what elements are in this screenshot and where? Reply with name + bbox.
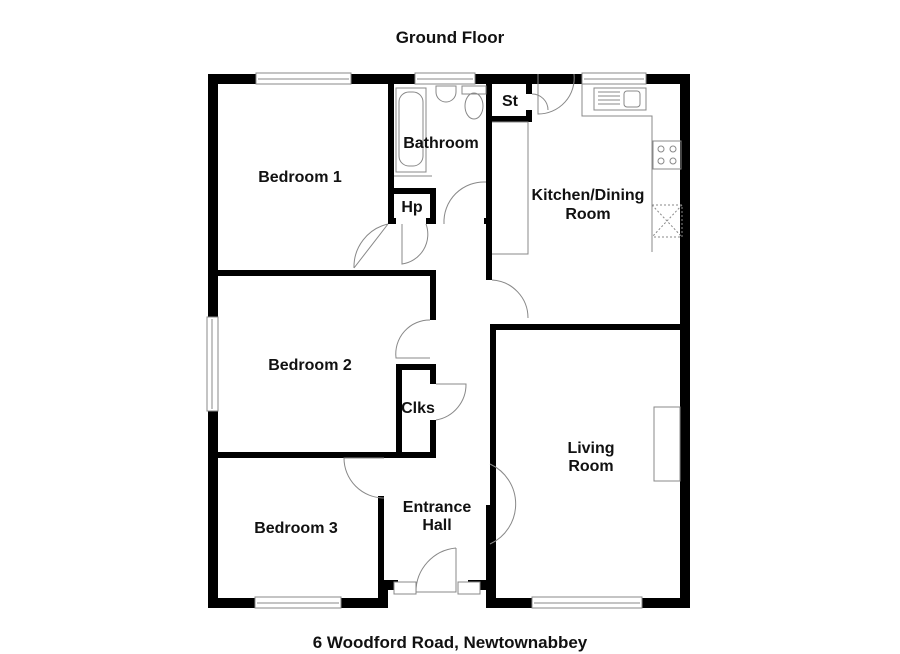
back-door [537, 73, 575, 115]
store-door [531, 93, 549, 111]
label-bedroom3: Bedroom 3 [254, 520, 338, 537]
label-kitchen-line1: Kitchen/Dining [532, 187, 645, 204]
basin-icon [435, 85, 457, 103]
bedroom3-door [343, 457, 385, 499]
sink-icon [593, 87, 647, 111]
hp-door [401, 223, 429, 265]
bedroom2-door [395, 319, 431, 359]
toilet-icon [464, 92, 484, 120]
label-living-line1: Living [567, 440, 614, 457]
bathroom-door [443, 181, 487, 225]
bath-icon [395, 87, 427, 173]
label-living-line2: Room [568, 458, 613, 475]
label-hotpress: Hp [401, 199, 423, 216]
label-store: St [502, 93, 519, 110]
door-swings [343, 73, 575, 593]
clks-door [435, 383, 467, 421]
label-bedroom2: Bedroom 2 [268, 357, 352, 374]
label-kitchen-line2: Room [565, 206, 610, 223]
living-door [489, 463, 517, 545]
interior-walls [218, 84, 680, 598]
label-hall-line1: Entrance [403, 499, 472, 516]
fireplace-icon [653, 406, 681, 482]
fixtures [394, 84, 683, 482]
hob-icon [652, 140, 682, 170]
label-bathroom: Bathroom [403, 135, 479, 152]
label-hall-line2: Hall [422, 517, 451, 534]
bedroom1-door [353, 223, 389, 269]
property-address: 6 Woodford Road, Newtownabbey [312, 633, 588, 652]
front-door [415, 547, 457, 593]
kitchen-door [491, 279, 529, 319]
label-cloakroom: Clks [401, 400, 435, 417]
room-labels: Bedroom 1 Bathroom Hp St Kitchen/Dining … [254, 93, 644, 537]
floor-title: Ground Floor [395, 28, 505, 47]
label-bedroom1: Bedroom 1 [258, 169, 342, 186]
